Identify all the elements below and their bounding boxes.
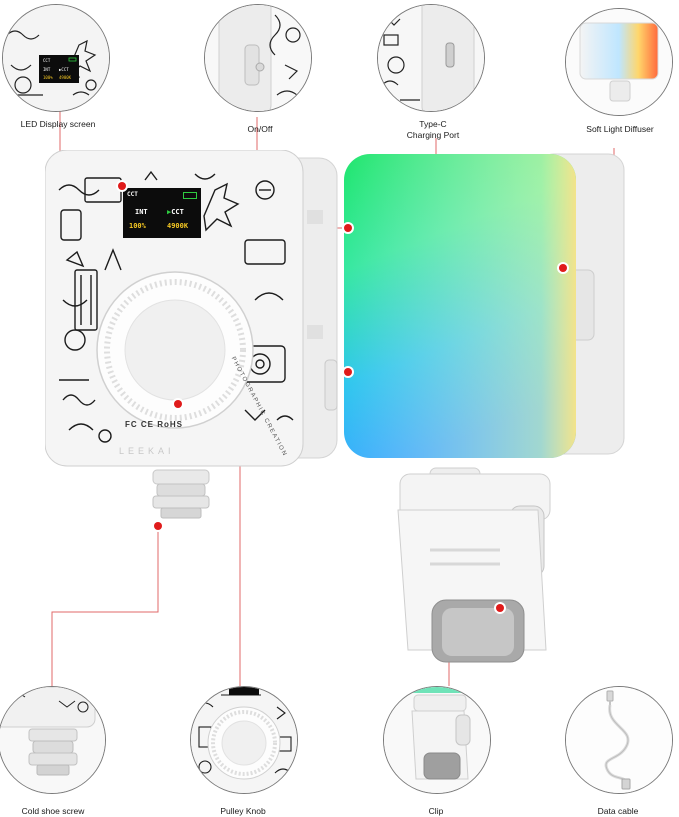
svg-text:4900K: 4900K [59,75,72,80]
data-cable-label: Data cable [597,806,639,816]
data-cable-detail [565,686,673,794]
led-display-detail: CCT INT ▶CCT 100% 4900K [2,4,110,112]
cold-shoe-label: Cold shoe screw [21,806,85,816]
svg-text:▶CCT: ▶CCT [59,67,69,72]
play-arrow-icon: ▶ [167,208,172,216]
on-off-detail [204,4,312,112]
dot-cold-shoe [154,522,162,530]
certification-marks: FC CE RoHS [125,420,183,429]
lcd-cct-value: 4900K [167,222,189,230]
clip-label: Clip [428,806,444,816]
led-display-screen: CCT INT ▶CCT 100% 4900K [123,188,201,238]
dot-on-off [344,224,352,232]
pulley-knob-label: Pulley Knob [220,806,266,816]
clip-detail [383,686,491,794]
svg-text:INT: INT [43,67,51,72]
diffuser-label: Soft Light Diffuser [586,124,654,134]
type-c-label: Type-C Charging Port [380,119,486,141]
cold-shoe-detail [0,686,106,794]
type-c-label-line2: Charging Port [406,130,460,140]
lcd-mode: CCT [127,191,138,198]
lcd-int-label: INT [135,208,148,216]
led-display-label: LED Display screen [20,119,96,129]
dot-type-c [344,368,352,376]
battery-icon [183,192,197,199]
dot-clip [496,604,504,612]
pulley-knob-detail [190,686,298,794]
lcd-cct-label: ▶CCT [167,208,184,216]
svg-text:100%: 100% [43,75,53,80]
svg-text:CCT: CCT [43,58,51,63]
diffuser-detail [565,8,673,116]
main-light-front: CCT INT ▶CCT 100% 4900K FC CE RoHS LEEKA… [45,150,355,519]
dot-led-display [118,182,126,190]
lcd-cct-label-text: CCT [171,208,184,216]
on-off-label: On/Off [247,124,273,134]
brand-text: LEEKAI [119,446,175,456]
lcd-int-value: 100% [129,222,146,230]
dot-pulley-knob [174,400,182,408]
type-c-detail [377,4,485,112]
main-light-back [338,150,628,680]
dot-diffuser [559,264,567,272]
type-c-label-line1: Type-C [419,119,447,129]
